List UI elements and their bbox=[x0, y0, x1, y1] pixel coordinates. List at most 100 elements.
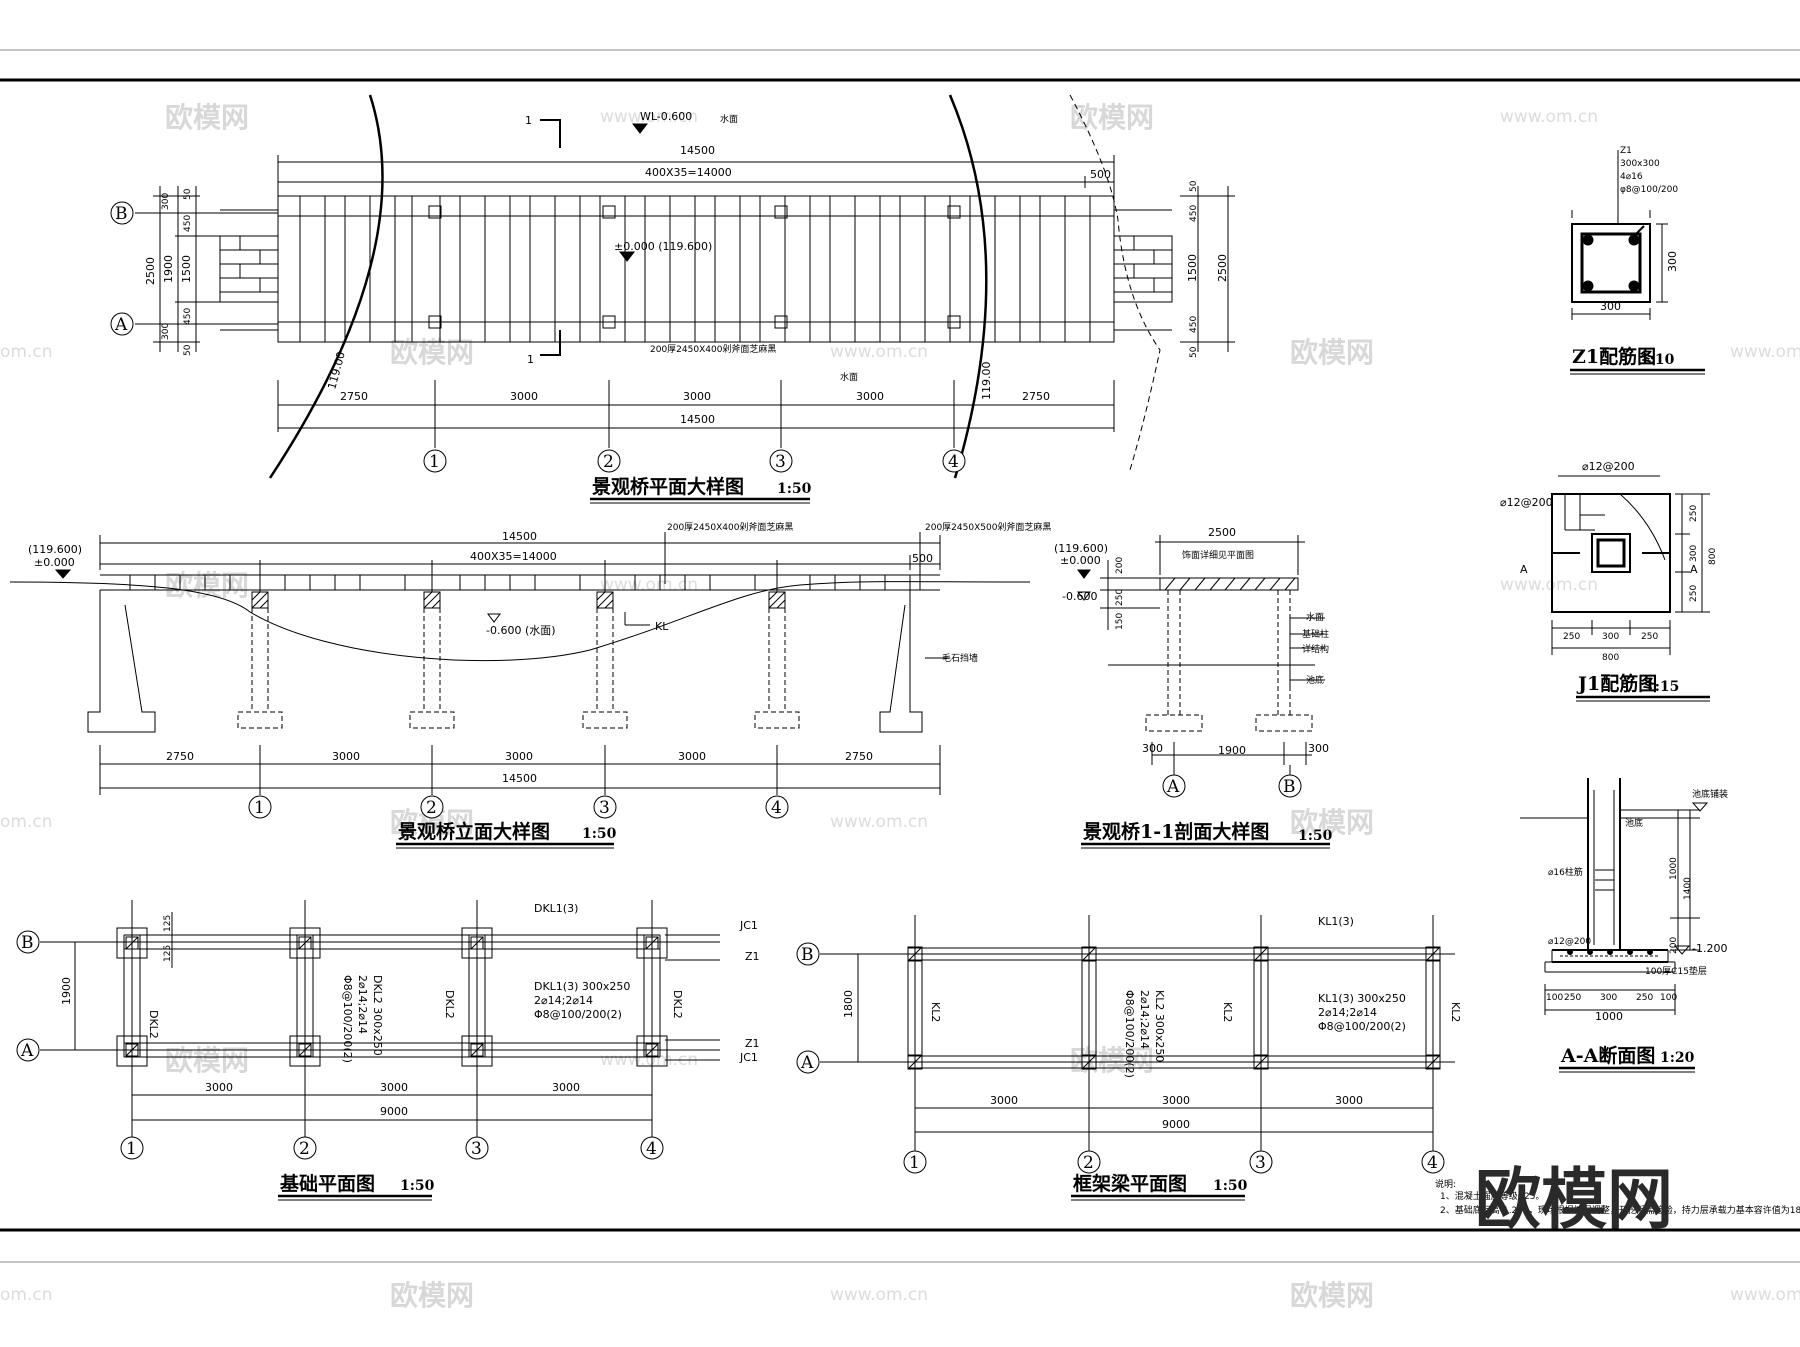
plan-title: 景观桥平面大样图 bbox=[592, 475, 744, 498]
dim-right: 50 bbox=[1189, 180, 1199, 192]
aa-label: 池底铺装 bbox=[1692, 788, 1728, 800]
grid-a: A bbox=[1166, 777, 1180, 797]
j1-scale: 1:15 bbox=[1645, 679, 1679, 695]
aa-level: -1.200 bbox=[1692, 942, 1727, 955]
watermark-logo: 欧模网 bbox=[1290, 336, 1374, 369]
watermark-url: www.om.cn bbox=[830, 1285, 928, 1305]
z1-dim: 300 bbox=[1600, 300, 1621, 313]
grid-1: 1 bbox=[429, 452, 440, 472]
section-level-top: (119.600) bbox=[1054, 542, 1108, 555]
dkl2-detail: Φ8@100/200(2) bbox=[341, 975, 354, 1063]
elevation-deck-ticks bbox=[129, 575, 911, 590]
watermark-logo: 欧模网 bbox=[1290, 806, 1374, 839]
kl2-detail: Φ8@100/200(2) bbox=[1123, 990, 1136, 1078]
plan-grid-bubbles bbox=[110, 201, 966, 473]
tag-jc1: JC1 bbox=[739, 919, 758, 932]
water-level: -0.600 (水面) bbox=[486, 624, 556, 637]
watermark-url: www.om.cn bbox=[600, 575, 698, 595]
elev-dim-span: 2750 bbox=[166, 750, 194, 763]
section-text: 2500 (119.600) ±0.000 -0.600 饰面详细见平面图 20… bbox=[1054, 526, 1333, 849]
dim-left: 450 bbox=[183, 215, 193, 232]
deck-note-1: 200厚2450X400剁斧面芝麻黑 bbox=[667, 521, 793, 533]
grid-2: 2 bbox=[426, 798, 437, 818]
dim-overall-bottom: 14500 bbox=[680, 413, 715, 426]
elevation-text: (119.600) ±0.000 14500 400X35=14000 500 … bbox=[28, 521, 1051, 849]
aa-dim-bottom: 100 bbox=[1546, 993, 1563, 1003]
dkl2-detail: 2⌀14;2⌀14 bbox=[356, 975, 369, 1034]
watermark-url: www.om.cn bbox=[1500, 107, 1598, 127]
tag-z1: Z1 bbox=[745, 950, 760, 963]
z1-dim-side: 300 bbox=[1666, 251, 1679, 272]
grid-1: 1 bbox=[909, 1153, 920, 1173]
dim-left: 1900 bbox=[162, 255, 175, 283]
grid-2: 2 bbox=[1083, 1153, 1094, 1173]
plan-scale: 1:50 bbox=[777, 481, 812, 497]
notes: 说明: 1、混凝土强度等级C25。 2、基础底标高-1.200，现场根据情况调整… bbox=[1435, 1178, 1800, 1216]
dim-span: 2750 bbox=[1022, 390, 1050, 403]
grid-b: B bbox=[21, 933, 34, 953]
watermark-logo: 欧模网 bbox=[1070, 101, 1154, 134]
grid-2: 2 bbox=[299, 1139, 310, 1159]
foundation-text: DKL1(3) DKL1(3) 300x250 2⌀14;2⌀14 Φ8@100… bbox=[16, 902, 760, 1201]
dim-overall: 14500 bbox=[680, 144, 715, 157]
dim-right: 450 bbox=[1189, 316, 1199, 333]
dim-span: 3000 bbox=[856, 390, 884, 403]
watermark-logo: 欧模网 bbox=[165, 1044, 249, 1077]
foundation-plan bbox=[40, 900, 720, 1145]
j1-dim: 300 bbox=[1602, 632, 1619, 642]
j1-title: J1配筋图 bbox=[1576, 672, 1657, 695]
beam-mid-rebar: Φ8@100/200(2) bbox=[534, 1008, 622, 1021]
bridge-section bbox=[1077, 535, 1325, 775]
dim-left: 300 bbox=[161, 323, 171, 340]
elev-dim-deck: 400X35=14000 bbox=[470, 550, 557, 563]
dim-left: 50 bbox=[183, 188, 193, 200]
kl2-label: KL2 bbox=[1221, 1002, 1234, 1022]
span: 3000 bbox=[380, 1081, 408, 1094]
watermark-url: www.om.cn bbox=[830, 342, 928, 362]
section-label: 水面 bbox=[1306, 611, 1324, 623]
grid-3: 3 bbox=[775, 452, 786, 472]
dim-span: 3000 bbox=[510, 390, 538, 403]
watermark-logo: 欧模网 bbox=[390, 1279, 474, 1312]
j1-dim: 250 bbox=[1641, 632, 1658, 642]
watermark-url: om.cn bbox=[0, 1285, 53, 1305]
dkl2-detail: DKL2 300x250 bbox=[371, 975, 384, 1056]
grid-b: B bbox=[115, 204, 128, 224]
watermark-url: www.om.cn bbox=[830, 812, 928, 832]
frame-title: 框架梁平面图 bbox=[1073, 1172, 1187, 1195]
elev-dim-overall: 14500 bbox=[502, 530, 537, 543]
aa-dim: 200 bbox=[1669, 937, 1679, 954]
grid-a: A bbox=[20, 1041, 34, 1061]
foundation-scale: 1:50 bbox=[400, 1178, 435, 1194]
j1-cut: A bbox=[1520, 563, 1528, 576]
elev-dim-span: 3000 bbox=[332, 750, 360, 763]
j1-dim-right: 250 bbox=[1689, 585, 1699, 602]
dim-end: 500 bbox=[1090, 168, 1111, 181]
notes-heading: 说明: bbox=[1435, 1178, 1456, 1190]
watermark-logo: 欧模网 bbox=[1070, 1044, 1154, 1077]
water-level: WL-0.600 bbox=[640, 110, 692, 123]
kl2-detail: 2⌀14;2⌀14 bbox=[1138, 990, 1151, 1049]
dim-deck: 400X35=14000 bbox=[645, 166, 732, 179]
level-top: (119.600) bbox=[28, 543, 82, 556]
j1-overall-right: 800 bbox=[1708, 548, 1718, 565]
beam-label: KL bbox=[655, 620, 669, 633]
grid-b: B bbox=[801, 945, 814, 965]
kl2-label: KL2 bbox=[929, 1002, 942, 1022]
decking-note: 200厚2450X400剁斧面芝麻黑 bbox=[650, 343, 776, 355]
aa-dim-bottom: 300 bbox=[1600, 993, 1617, 1003]
span: 3000 bbox=[1162, 1094, 1190, 1107]
overall: 9000 bbox=[380, 1105, 408, 1118]
span: 3000 bbox=[552, 1081, 580, 1094]
j1-dim: 250 bbox=[1563, 632, 1580, 642]
water-label: 水面 bbox=[840, 371, 858, 383]
elev-dim-span: 3000 bbox=[678, 750, 706, 763]
brand-logo: 欧模网 bbox=[1475, 1161, 1673, 1238]
section-dim-bottom: 300 bbox=[1308, 742, 1329, 755]
elev-dim-overall-bottom: 14500 bbox=[502, 772, 537, 785]
section-dim-bottom: 300 bbox=[1142, 742, 1163, 755]
elevation-label: ±0.000 (119.600) bbox=[614, 240, 712, 253]
grid-3: 3 bbox=[471, 1139, 482, 1159]
j1-detail bbox=[1551, 475, 1710, 655]
contour-label: 119.00 bbox=[325, 350, 348, 391]
